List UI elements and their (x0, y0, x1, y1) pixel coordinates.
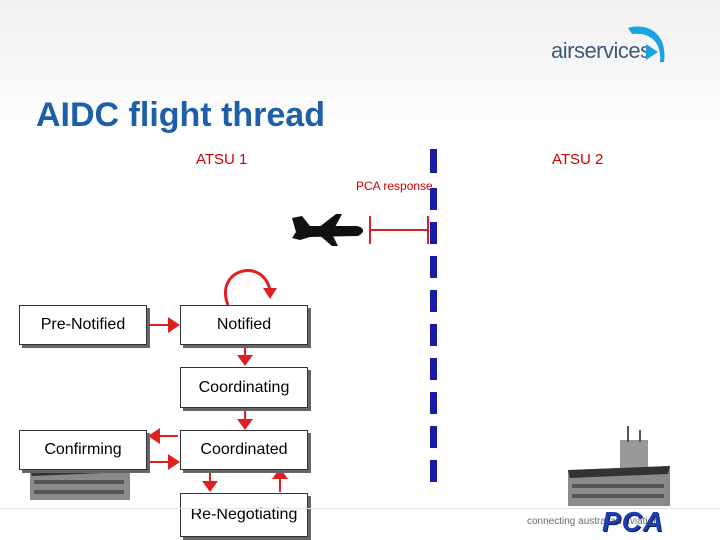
airservices-swoosh-icon (628, 26, 665, 63)
arrow-coordinated-to-confirming (148, 428, 160, 444)
state-confirming: Confirming (19, 430, 147, 470)
state-coordinated: Coordinated (180, 430, 308, 470)
notified-loop-arrow (224, 269, 272, 306)
pca-response-marker (369, 216, 429, 244)
airservices-logo-text: airservices (551, 38, 651, 63)
page-title: AIDC flight thread (36, 96, 325, 134)
aircraft-icon (292, 214, 364, 246)
pca-logo: PCA (602, 506, 665, 537)
building-icon (30, 466, 130, 500)
sector-boundary-line (430, 149, 437, 482)
arrow-coordinated-to-renegotiating (202, 481, 218, 492)
footer-divider (0, 508, 720, 509)
state-coordinating: Coordinating (180, 367, 308, 408)
state-pre-notified: Pre-Notified (19, 305, 147, 345)
atsu-2-label: ATSU 2 (552, 151, 604, 168)
building-tower-icon (568, 426, 670, 506)
atsu-1-label: ATSU 1 (196, 151, 248, 168)
pca-response-label: PCA response (356, 179, 433, 193)
arrow-renegotiating-to-coordinated (272, 468, 288, 479)
arrow-coordinating-to-coordinated (237, 419, 253, 430)
state-notified: Notified (180, 305, 308, 345)
state-re-negotiating: Re-Negotiating (180, 493, 308, 537)
arrow-notified-to-coordinating (237, 355, 253, 366)
arrow-prenotified-to-notified (168, 317, 180, 333)
footer-tagline: connecting australian aviation (527, 516, 659, 527)
arrow-confirming-to-coordinated (168, 454, 180, 470)
